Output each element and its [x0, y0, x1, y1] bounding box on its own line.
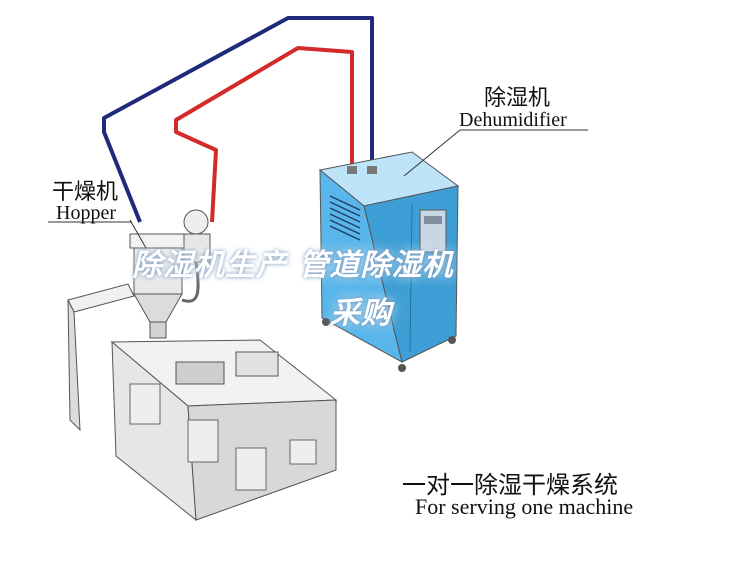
dehumidifier-label-en: Dehumidifier — [459, 109, 567, 131]
hopper-dryer — [129, 209, 211, 339]
supply-air-pipe — [174, 46, 354, 223]
hopper-leader-line — [129, 219, 147, 249]
system-title-cn: 一对一除湿干燥系统 — [402, 471, 618, 499]
return-air-pipe — [102, 16, 374, 223]
hopper-label-cn: 干燥机 — [52, 180, 119, 205]
dehumidifier-unit — [318, 151, 460, 372]
dehumidifier-leader-line — [403, 129, 461, 177]
hopper-label-en: Hopper — [56, 202, 116, 224]
molding-machine — [67, 283, 338, 522]
overlay-line-2: 采购 — [330, 296, 392, 331]
system-title-en: For serving one machine — [415, 494, 634, 519]
overlay-line-1: 除湿机生产 管道除湿机 — [132, 248, 454, 283]
dehumidifier-label-cn: 除湿机 — [484, 86, 551, 111]
